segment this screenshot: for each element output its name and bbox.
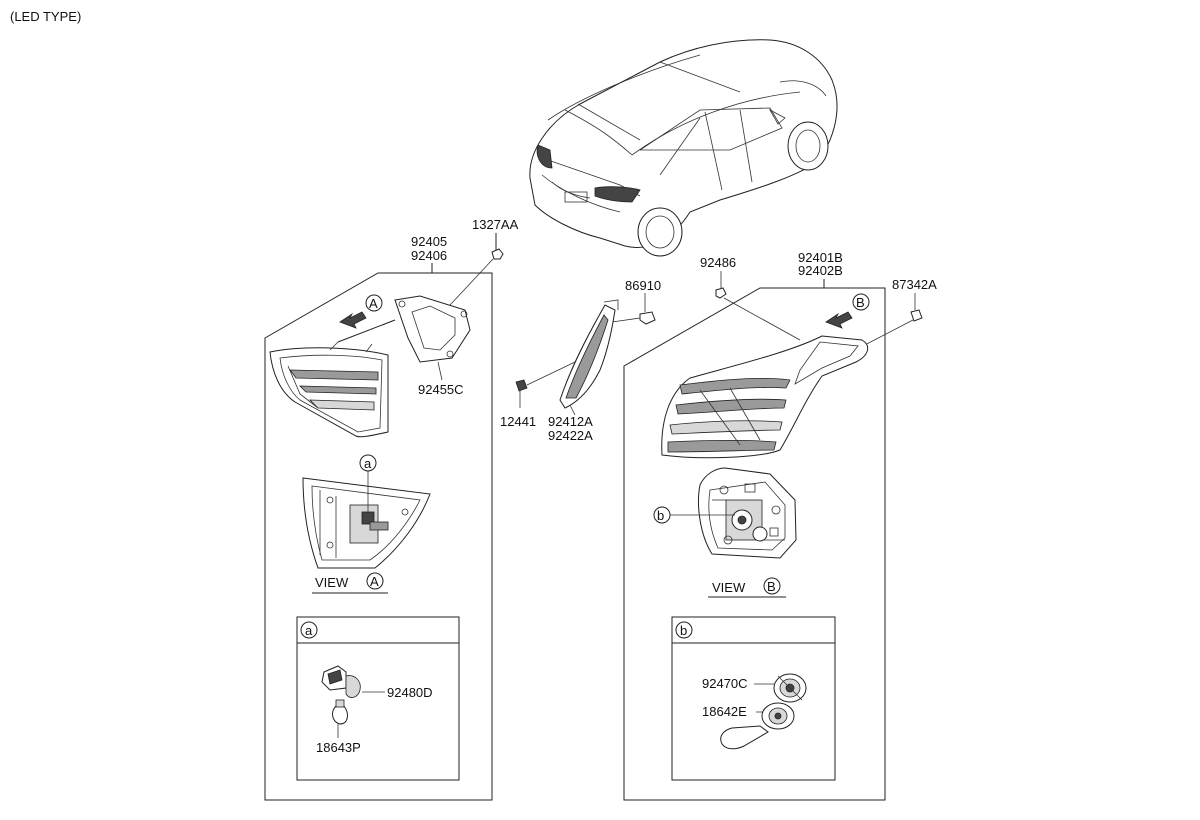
view-b-rear-icon (698, 467, 797, 559)
socket-92470c-icon (773, 673, 807, 703)
right-part-number-1: 92401B (798, 250, 843, 265)
left-part-number-2: 92406 (411, 248, 447, 263)
left-bolt-label: 1327AA (472, 217, 519, 232)
middle-part-number-2: 92422A (548, 428, 593, 443)
detail-marker-a: a (364, 456, 372, 471)
vehicle-illustration (529, 39, 838, 257)
socket-92480d-icon (321, 665, 361, 698)
clip-86910-icon (639, 311, 656, 325)
detail-marker-b: b (657, 508, 664, 523)
view-b-marker: B (767, 579, 776, 594)
bulb-18642e-icon (720, 702, 795, 750)
arrow-marker-a: A (369, 296, 378, 311)
left-part-number-1: 92405 (411, 234, 447, 249)
nut-87342a-icon (910, 309, 923, 322)
socket-label-a: 92480D (387, 685, 433, 700)
detail-box-a: a 92480D 18643P (296, 616, 460, 781)
outer-lamp-92401b-icon (661, 335, 869, 459)
middle-part-number-1: 92412A (548, 414, 593, 429)
inner-lamp-92405-icon (269, 319, 396, 438)
view-a-rear-icon (302, 477, 431, 569)
clip-label: 86910 (625, 278, 661, 293)
middle-group: 86910 12441 92412A 92422A (500, 278, 661, 443)
nut-label: 87342A (892, 277, 937, 292)
right-group: 92486 92401B 92402B 87342A B (623, 250, 937, 801)
right-part-number-2: 92402B (798, 263, 843, 278)
gasket-label: 92455C (418, 382, 464, 397)
arrow-marker-b: B (856, 295, 865, 310)
detail-a-marker: a (305, 623, 313, 638)
socket-label-b: 92470C (702, 676, 748, 691)
holder-label-b: 18642E (702, 704, 747, 719)
view-a-label: VIEW (315, 575, 349, 590)
left-group: 92405 92406 1327AA A 92455C (264, 217, 519, 801)
view-arrow-b: B (825, 293, 870, 329)
screw-12441-icon (515, 379, 528, 392)
bulb-18643p-icon (332, 699, 348, 725)
view-a-marker: A (370, 574, 379, 589)
detail-box-b: b 92470C 18642E (671, 616, 836, 781)
screw-label: 12441 (500, 414, 536, 429)
screw-92486-icon (715, 287, 727, 299)
view-arrow-a: A (339, 294, 383, 329)
reflector-92412a-icon (559, 299, 619, 409)
detail-b-marker: b (680, 623, 687, 638)
bolt-1327aa-icon (491, 248, 504, 260)
view-b-label: VIEW (712, 580, 746, 595)
right-screw-label: 92486 (700, 255, 736, 270)
diagram-title: (LED TYPE) (10, 9, 81, 24)
bulb-label-a: 18643P (316, 740, 361, 755)
gasket-92455c-icon (394, 295, 471, 363)
